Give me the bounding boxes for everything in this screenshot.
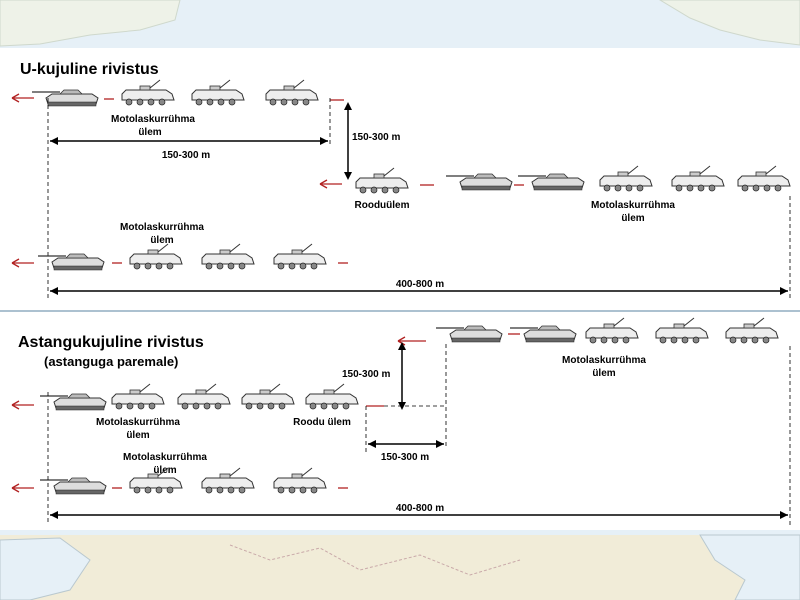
water-bottom-left (0, 537, 91, 600)
dimension-width-top (50, 137, 328, 145)
landmass-bottom (0, 535, 800, 600)
tank-icon (39, 393, 107, 411)
label-depth-u: 150-300 m (352, 132, 400, 143)
apc-icon (201, 467, 255, 494)
apc-icon (201, 243, 255, 270)
dimension-total-u (50, 287, 788, 295)
tank-icon (517, 173, 585, 191)
landmass-top-right (659, 0, 800, 46)
apc-icon (599, 165, 653, 192)
apc-icon (177, 383, 231, 410)
apc-icon (305, 383, 359, 410)
label-platoon-commander-echelon: Roodu ülem (293, 417, 351, 428)
row-2-left-arrow (319, 179, 342, 189)
apc-icon (585, 317, 639, 344)
apc-icon (671, 165, 725, 192)
water-bottom-right (699, 534, 800, 600)
apc-icon (241, 383, 295, 410)
apc-icon (273, 467, 327, 494)
label-width-top: 150-300 m (162, 150, 210, 161)
apc-icon (725, 317, 779, 344)
label-commander-3-role: ülem (150, 235, 173, 246)
apc-icon (191, 79, 245, 106)
title-u-formation: U-kujuline rivistus (20, 61, 159, 78)
middle-row-arrow (11, 400, 34, 410)
label-commander-right: Motolaskurrühma (562, 355, 646, 366)
label-commander-1: Motolaskurrühma (111, 114, 195, 125)
label-commander-2: Motolaskurrühma (591, 200, 675, 211)
border-line (229, 544, 521, 576)
apc-icon (273, 243, 327, 270)
bottom-row-arrow (11, 483, 34, 493)
tank-icon (31, 89, 99, 107)
label-depth-echelon: 150-300 m (342, 369, 390, 380)
dimension-offset (368, 440, 444, 448)
label-commander-2-role: ülem (621, 213, 644, 224)
landmass-top (0, 0, 181, 47)
dimension-depth-echelon (398, 342, 406, 410)
apc-icon (121, 79, 175, 106)
apc-icon (355, 167, 409, 194)
apc-icon (737, 165, 791, 192)
subtitle-echelon-formation: (astanguga paremale) (44, 354, 178, 369)
row-1-left-arrow (11, 93, 34, 103)
label-total-width-echelon: 400-800 m (396, 503, 444, 514)
dimension-depth-u (344, 102, 352, 180)
tank-icon (39, 477, 107, 495)
apc-icon (655, 317, 709, 344)
apc-icon (111, 383, 165, 410)
label-commander-right-role: ülem (592, 368, 615, 379)
label-commander-bottom: Motolaskurrühma (123, 452, 207, 463)
label-platoon-commander-u: Rooduülem (355, 200, 410, 211)
title-echelon-formation: Astangukujuline rivistus (18, 334, 204, 351)
label-total-width-u: 400-800 m (396, 279, 444, 290)
apc-icon (129, 243, 183, 270)
label-commander-1-role: ülem (138, 127, 161, 138)
tank-icon (445, 173, 513, 191)
row-3-left-arrow (11, 258, 34, 268)
label-commander-left: Motolaskurrühma (96, 417, 180, 428)
label-commander-3: Motolaskurrühma (120, 222, 204, 233)
dimension-total-echelon (50, 511, 788, 519)
diagram-panel (0, 48, 800, 530)
tank-icon (435, 325, 503, 343)
apc-icon (265, 79, 319, 106)
label-offset: 150-300 m (381, 452, 429, 463)
label-commander-left-role: ülem (126, 430, 149, 441)
